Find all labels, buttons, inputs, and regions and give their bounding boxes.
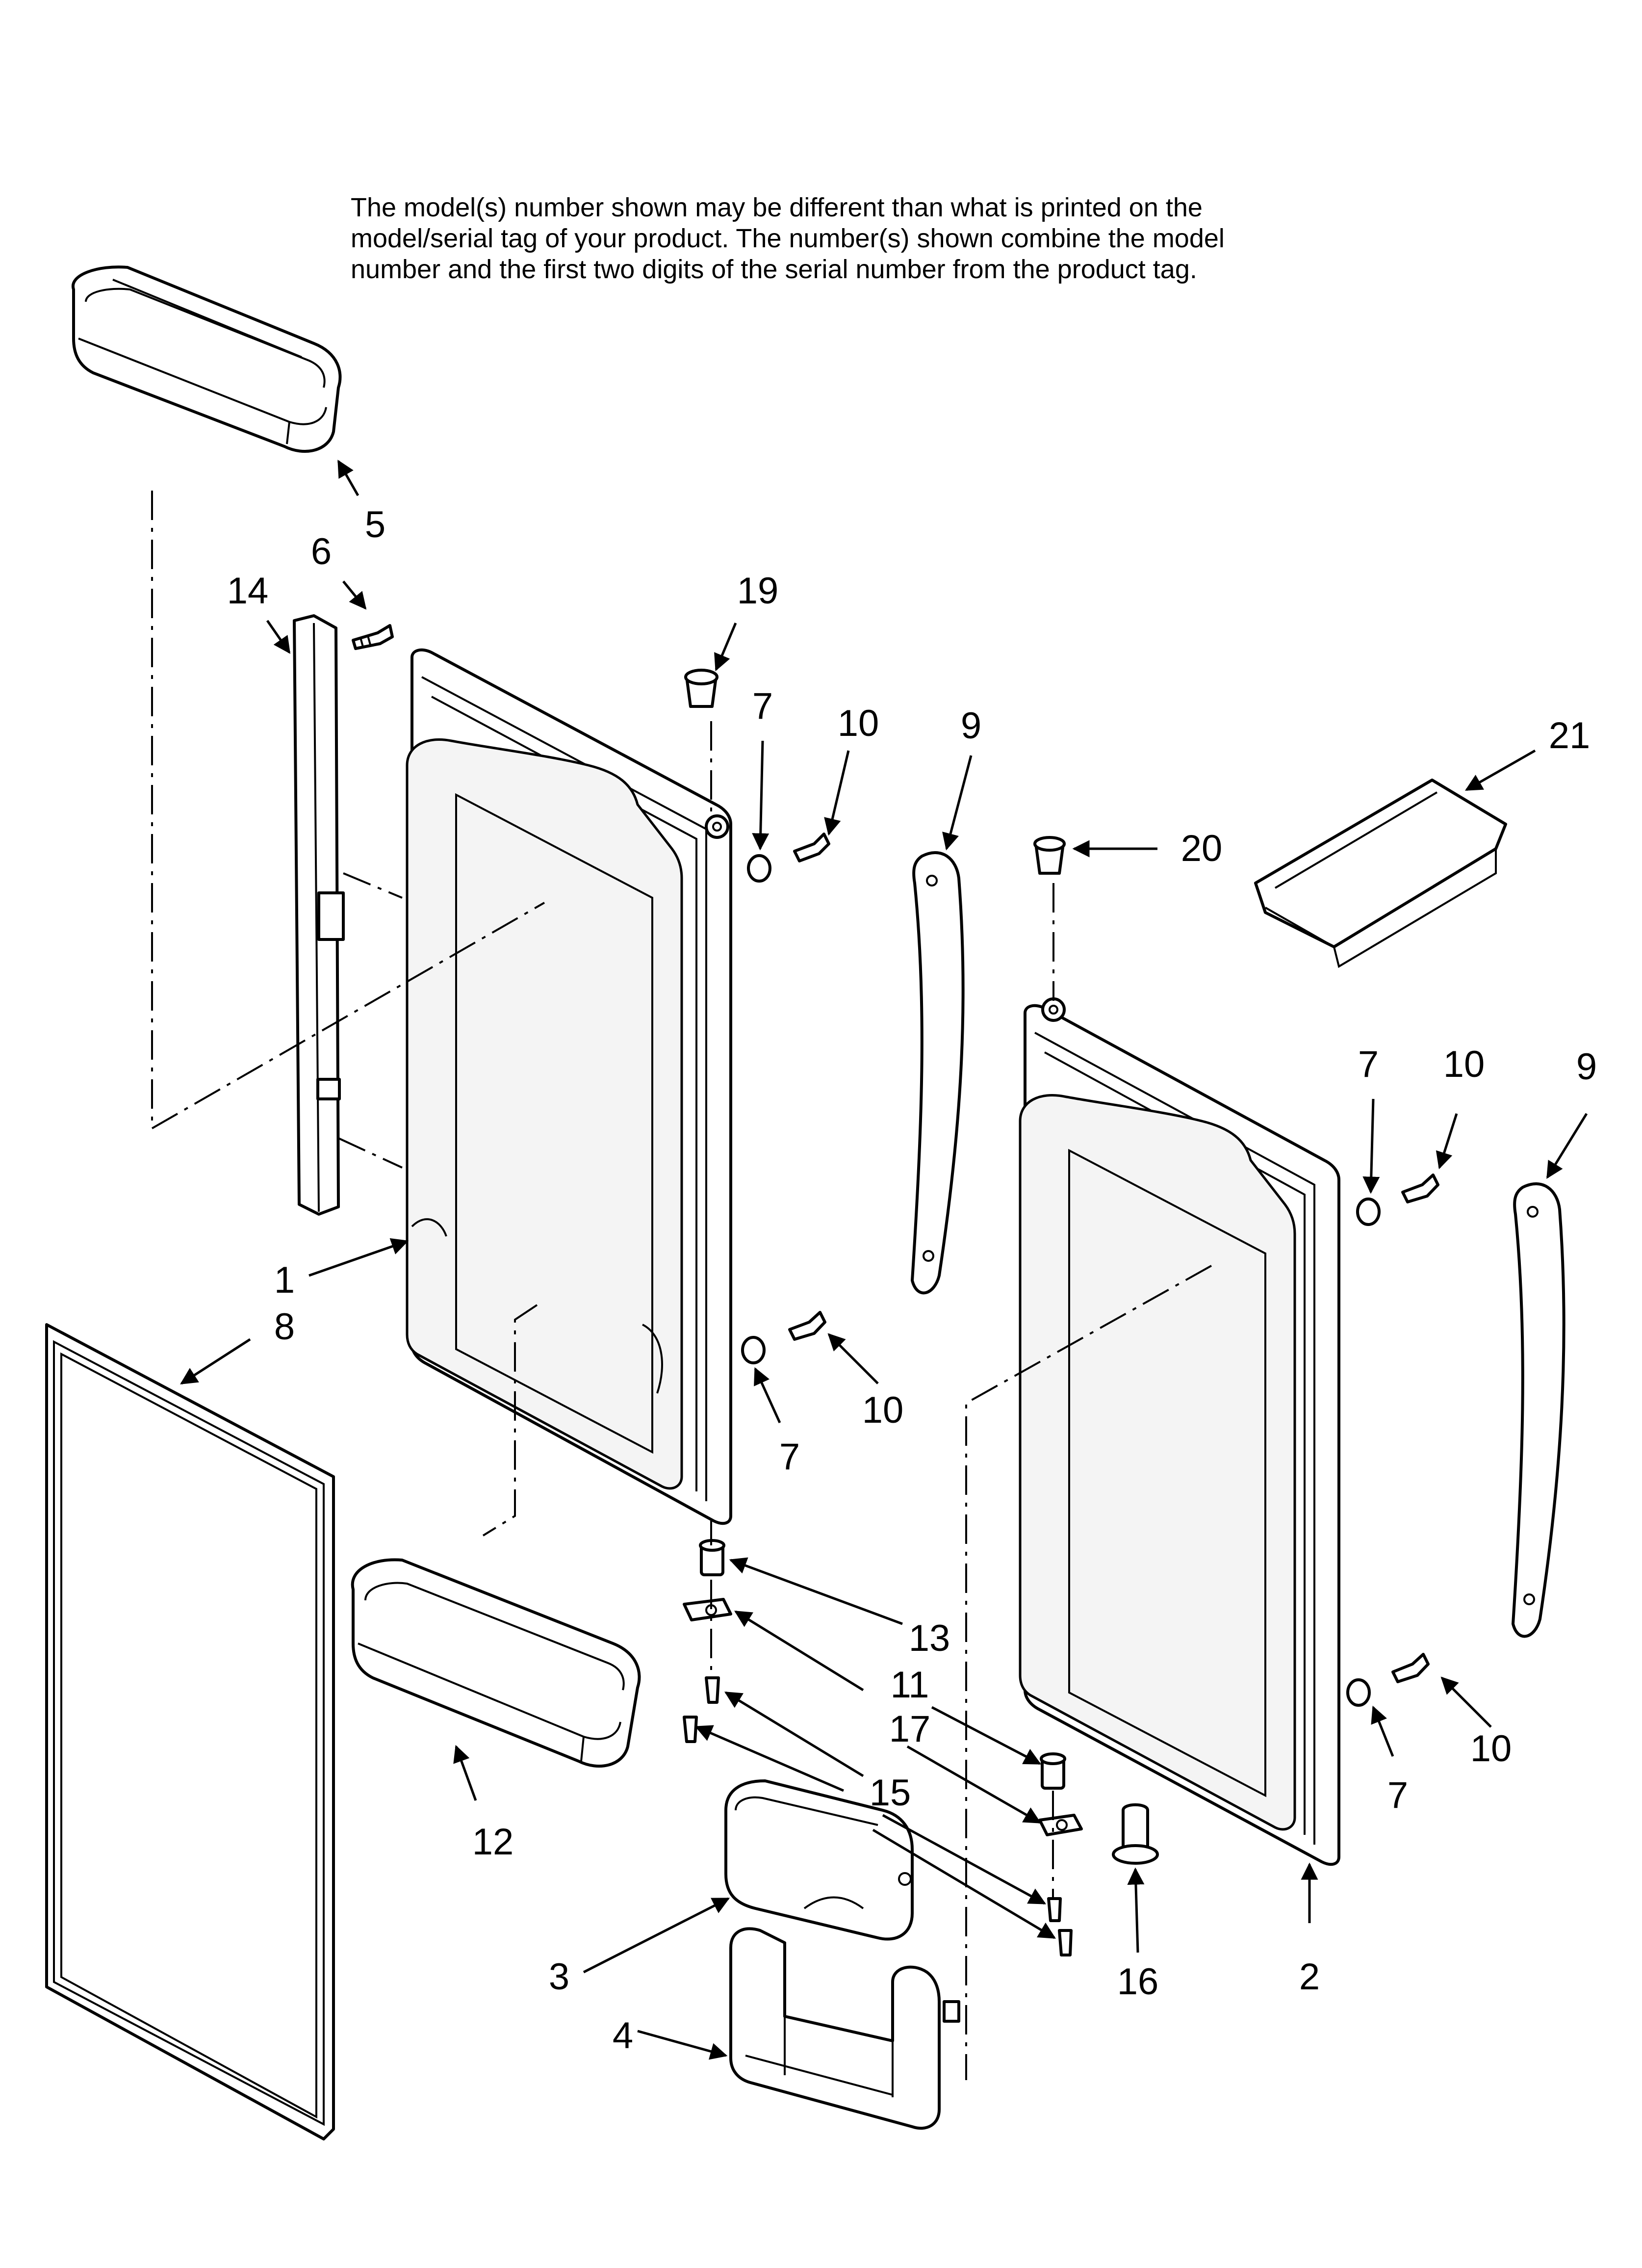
callout-4: 4 — [613, 2015, 633, 2057]
door-trim-strip — [293, 614, 345, 1216]
lower-hinge-bracket — [729, 1927, 960, 2130]
callout-9-a: 9 — [961, 705, 981, 747]
callout-5: 5 — [365, 504, 385, 546]
spacer-screw-group-b — [741, 1311, 826, 1364]
callout-7-b: 7 — [1358, 1043, 1379, 1085]
callout-labels: 5 6 14 19 7 10 9 21 20 7 10 9 1 8 10 7 1… — [227, 504, 1597, 2057]
crisper-tray — [1254, 779, 1507, 968]
right-freshfood-door — [1019, 997, 1340, 1866]
callout-2: 2 — [1299, 1956, 1320, 1998]
door-handle-left — [911, 851, 965, 1295]
callout-1: 1 — [274, 1259, 295, 1301]
note-line-3: number and the first two digits of the s… — [351, 255, 1197, 284]
callout-3: 3 — [549, 1956, 569, 1998]
door-gasket — [45, 1323, 335, 2140]
screw-part-6 — [352, 624, 394, 650]
callout-10-d: 10 — [1470, 1728, 1512, 1770]
alignment-lines — [151, 491, 1212, 2080]
spacer-screw-group-d — [1346, 1653, 1430, 1707]
hinge-parts-right — [1038, 1752, 1159, 1956]
model-number-note: The model(s) number shown may be differe… — [351, 192, 1381, 285]
callout-9-b: 9 — [1576, 1046, 1597, 1088]
callout-14: 14 — [227, 570, 269, 612]
callout-10-a: 10 — [838, 703, 879, 744]
hinge-bushing-19 — [684, 669, 718, 708]
callout-17: 17 — [889, 1708, 931, 1750]
left-freshfood-door — [406, 648, 732, 1525]
callout-8: 8 — [274, 1306, 295, 1348]
spacer-screw-group-c — [1356, 1173, 1439, 1226]
callout-12: 12 — [472, 1821, 514, 1863]
callout-20: 20 — [1181, 828, 1223, 869]
door-handle-right — [1512, 1182, 1565, 1638]
callout-7-c: 7 — [779, 1436, 800, 1478]
callout-10-b: 10 — [1443, 1043, 1485, 1085]
callout-15: 15 — [870, 1772, 911, 1814]
spacer-screw-group-a — [747, 833, 830, 883]
callout-16: 16 — [1117, 1961, 1159, 2003]
hinge-parts-left — [683, 1539, 732, 1743]
callout-6: 6 — [311, 531, 332, 573]
callout-11: 11 — [891, 1664, 929, 1706]
callout-7-a: 7 — [752, 685, 773, 727]
callout-13: 13 — [909, 1617, 950, 1659]
leader-lines — [180, 459, 1588, 2060]
callout-21: 21 — [1549, 715, 1591, 756]
hinge-bushing-20 — [1033, 836, 1066, 875]
callout-7-d: 7 — [1387, 1774, 1408, 1816]
callout-19: 19 — [737, 570, 779, 612]
door-bin-bottom-left — [351, 1558, 641, 1768]
note-line-1: The model(s) number shown may be differe… — [351, 193, 1203, 222]
hinge-cover — [724, 1779, 914, 1941]
callout-10-c: 10 — [862, 1389, 904, 1431]
note-line-2: model/serial tag of your product. The nu… — [351, 224, 1225, 253]
door-bin-top-left — [71, 265, 342, 453]
